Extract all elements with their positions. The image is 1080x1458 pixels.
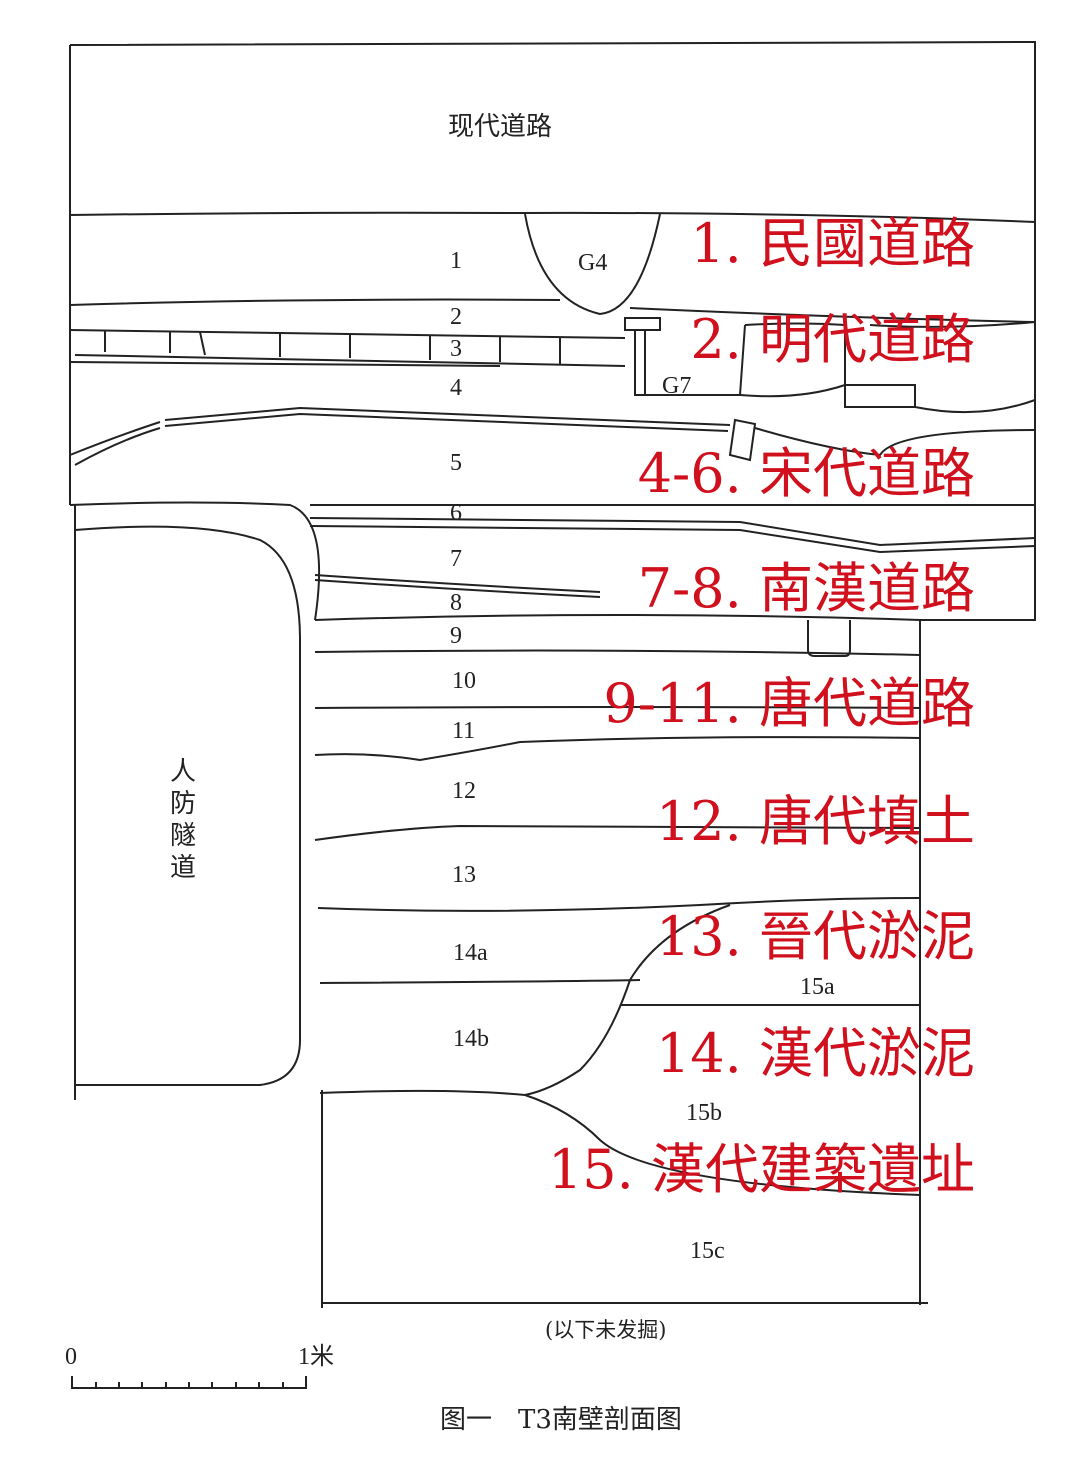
svg-text:道: 道 — [170, 853, 196, 883]
layer-label: 12 — [452, 778, 476, 804]
layer-label: 13 — [452, 862, 476, 888]
layer-label: 2 — [450, 304, 462, 330]
layer-label: 15c — [690, 1238, 725, 1264]
annotation: 15. 漢代建築遺址 — [548, 1138, 975, 1201]
layer-label: 8 — [450, 590, 462, 616]
feature-g4: G4 — [578, 250, 607, 276]
annotation: 14. 漢代淤泥 — [656, 1022, 975, 1085]
layer-label: 15a — [800, 974, 835, 1000]
annotation: 13. 晉代淤泥 — [656, 905, 975, 968]
layer-label: 4 — [450, 375, 462, 401]
layer-label: 6 — [450, 500, 462, 526]
tunnel-label: 人 防 隧 道 — [170, 757, 196, 883]
layer-label: 7 — [450, 546, 462, 572]
annotation: 1. 民國道路 — [690, 212, 975, 275]
annotation: 9-11. 唐代道路 — [603, 672, 975, 735]
feature-g7: G7 — [662, 373, 691, 399]
scale-zero: 0 — [65, 1344, 77, 1370]
period-annotations: 1. 民國道路 2. 明代道路 4-6. 宋代道路 7-8. 南漢道路 9-11… — [548, 212, 975, 1201]
annotation: 4-6. 宋代道路 — [638, 442, 975, 505]
layer-labels: 1 2 3 4 5 6 7 8 9 10 11 12 13 14a 14b 15… — [450, 248, 835, 1264]
layer-label: 14a — [453, 940, 488, 966]
layer-label: 1 — [450, 248, 462, 274]
figure-caption: 图一 T3南壁剖面图 — [440, 1405, 682, 1435]
layer-label: 9 — [450, 623, 462, 649]
layer-label: 11 — [452, 718, 475, 744]
layer-boundaries — [69, 211, 1036, 1196]
scale-bar: 0 1米 — [65, 1343, 334, 1389]
layer-label: 15b — [686, 1100, 722, 1126]
annotation: 2. 明代道路 — [690, 308, 975, 371]
annotation: 7-8. 南漢道路 — [638, 557, 975, 620]
layer-label: 5 — [450, 450, 462, 476]
svg-text:防: 防 — [170, 789, 196, 819]
svg-text:人: 人 — [170, 757, 196, 787]
tunnel-outline — [74, 525, 301, 1086]
layer-label: 14b — [453, 1026, 489, 1052]
layer-label: 10 — [452, 668, 476, 694]
unexcavated-note: (以下未发掘) — [545, 1318, 666, 1342]
title-top: 现代道路 — [448, 112, 552, 142]
svg-text:隧: 隧 — [170, 821, 196, 851]
scale-one: 1米 — [298, 1343, 334, 1370]
annotation: 12. 唐代填土 — [656, 790, 975, 853]
layer-label: 3 — [450, 336, 462, 362]
outline — [69, 40, 1036, 1308]
